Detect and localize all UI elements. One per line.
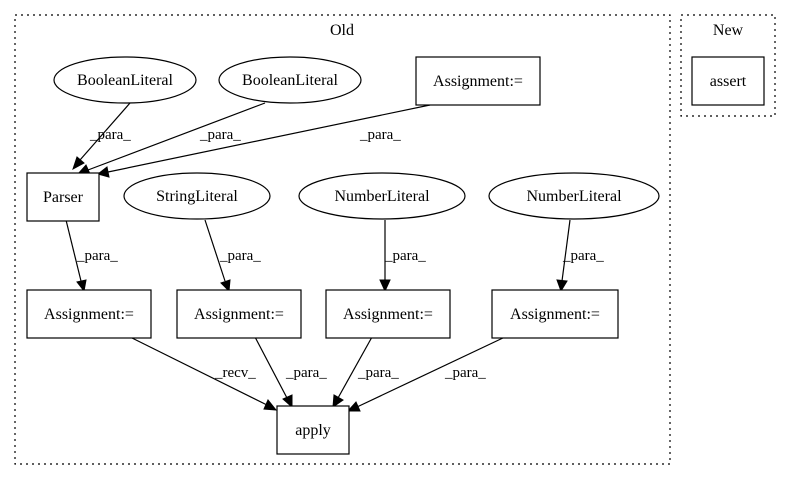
edge-assign3-apply: _para_	[332, 336, 399, 409]
edge-num1-assign3: _para_	[379, 220, 426, 293]
node-assignment-1[interactable]: Assignment:=	[26, 289, 152, 339]
node-number-literal-1[interactable]: NumberLiteral	[298, 172, 466, 220]
node-apply[interactable]: apply	[276, 405, 350, 455]
cluster-new-label: New	[713, 22, 744, 39]
edge-assign_top-parser: _para_	[96, 104, 431, 178]
edge-label: _para_	[444, 365, 486, 381]
edge-parser-assign1: _para_	[65, 219, 118, 293]
node-label: NumberLiteral	[526, 188, 622, 205]
node-assignment-top[interactable]: Assignment:=	[415, 56, 541, 106]
node-label: Assignment:=	[433, 73, 523, 90]
edge-label: _para_	[357, 365, 399, 381]
node-assignment-4[interactable]: Assignment:=	[491, 289, 619, 339]
node-boolean-literal-1[interactable]: BooleanLiteral	[53, 56, 197, 104]
node-assert[interactable]: assert	[691, 56, 765, 106]
edge-bool2-parser: _para_	[76, 102, 266, 175]
edge-label: _recv_	[214, 365, 256, 381]
node-label: Assignment:=	[343, 306, 433, 323]
edge-label: _para_	[562, 248, 604, 264]
node-assignment-3[interactable]: Assignment:=	[325, 289, 451, 339]
node-assignment-2[interactable]: Assignment:=	[176, 289, 302, 339]
edge-assign2-apply: _para_	[254, 336, 327, 409]
node-label: Assignment:=	[44, 306, 134, 323]
node-string-literal[interactable]: StringLiteral	[123, 172, 271, 220]
cluster-old-label: Old	[330, 22, 354, 39]
node-label: Parser	[43, 189, 84, 206]
edge-label: _para_	[219, 248, 261, 264]
node-label: BooleanLiteral	[77, 72, 174, 89]
edge-bool1-parser: _para_	[72, 102, 131, 171]
edge-string1-assign2: _para_	[204, 219, 261, 293]
edge-assign1-apply: _recv_	[129, 336, 278, 411]
edge-label: _para_	[199, 127, 241, 143]
node-label: apply	[295, 422, 331, 439]
cluster-new-border	[680, 14, 776, 117]
node-label: BooleanLiteral	[242, 72, 339, 89]
node-label: Assignment:=	[194, 306, 284, 323]
node-parser[interactable]: Parser	[26, 172, 100, 222]
node-label: assert	[710, 73, 747, 90]
edge-label: _para_	[384, 248, 426, 264]
cluster-old: Old	[14, 14, 671, 465]
cluster-new: New	[680, 14, 776, 117]
node-label: Assignment:=	[510, 306, 600, 323]
node-label: StringLiteral	[156, 188, 238, 205]
edge-num2-assign4: _para_	[556, 219, 604, 293]
edge-label: _para_	[76, 248, 118, 264]
edge-label: _para_	[359, 127, 401, 143]
edge-assign4-apply: _para_	[346, 336, 506, 412]
edge-label: _para_	[89, 127, 131, 143]
node-label: NumberLiteral	[334, 188, 430, 205]
nodes: BooleanLiteral BooleanLiteral Assignment…	[26, 56, 765, 455]
edges: _para_ _para_ _para_ _para_ _para_ _para…	[65, 102, 604, 412]
node-boolean-literal-2[interactable]: BooleanLiteral	[218, 56, 362, 104]
edge-label: _para_	[285, 365, 327, 381]
node-number-literal-2[interactable]: NumberLiteral	[488, 172, 660, 220]
